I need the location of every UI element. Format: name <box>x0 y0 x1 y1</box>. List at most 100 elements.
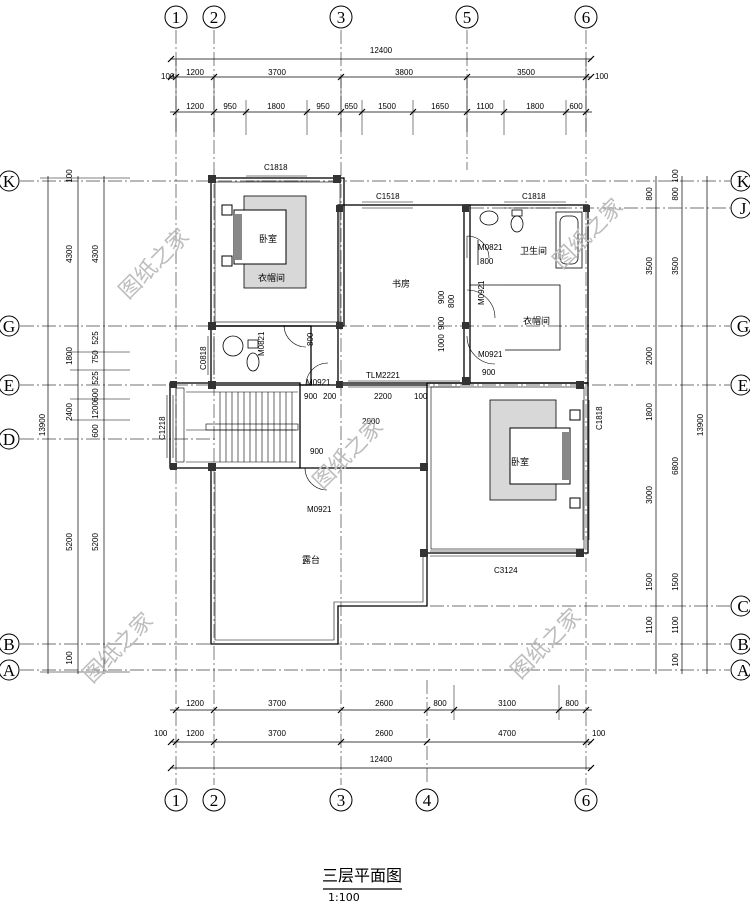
room-labels: 卧室 衣帽间 书房 卫生间 衣帽间 卧室 露台 <box>258 233 550 566</box>
dim-left-inner: 1200 <box>91 401 100 419</box>
dim-top-row1: 1200 <box>186 68 204 77</box>
axis-label-bottom: 2 <box>210 791 219 810</box>
right-dimension-text: 800 3500 2000 1800 3000 1500 1100 100 80… <box>645 169 705 667</box>
dim-left-inner: 525 <box>91 331 100 345</box>
dim-left-outer: 100 <box>65 169 74 183</box>
room-closet-right: 衣帽间 <box>523 315 550 327</box>
dim-top-row2: 1200 <box>186 102 204 111</box>
dim-inner: 900 <box>437 290 446 304</box>
label-m0921-terrace: M0921 <box>307 505 332 514</box>
axis-label-right: B <box>737 635 748 654</box>
dim-inner: 900 <box>437 316 446 330</box>
watermark-text: 图纸之家 <box>79 608 159 688</box>
dim-top-row1: 3500 <box>517 68 535 77</box>
dim-bottom-row2: 1200 <box>186 729 204 738</box>
bed-right <box>489 399 581 509</box>
room-terrace: 露台 <box>302 554 320 566</box>
label-c1218: C1218 <box>158 416 167 440</box>
dim-top-row1: 3800 <box>395 68 413 77</box>
dim-inner: 200 <box>323 392 337 401</box>
dim-top-row2: 650 <box>344 102 358 111</box>
dim-inner: 800 <box>480 257 494 266</box>
label-c1818-right-top: C1818 <box>522 192 546 201</box>
axis-label-right: G <box>737 317 749 336</box>
bottom-axis-bubbles: 1 2 3 4 6 <box>164 788 598 812</box>
dim-left-inner: 600 <box>91 424 100 438</box>
dim-top-row2: 1500 <box>378 102 396 111</box>
dim-bottom-row2: 3700 <box>268 729 286 738</box>
dim-right-outer: 1100 <box>645 616 654 634</box>
title-name: 三层平面图 <box>322 866 403 885</box>
dim-top-row2: 1100 <box>476 102 494 111</box>
dim-right-outer: 1800 <box>645 403 654 421</box>
dim-bottom-row2: 4700 <box>498 729 516 738</box>
dim-right-outer: 2000 <box>645 347 654 365</box>
dim-inner: 800 <box>306 332 315 346</box>
axis-label-left: G <box>3 317 15 336</box>
axis-label-bottom: 4 <box>423 791 432 810</box>
dim-inner: 900 <box>304 392 318 401</box>
left-dimension-text: 13900 100 4300 1800 2400 5200 100 4300 5… <box>38 169 100 665</box>
dim-right-inner: 100 <box>671 169 680 183</box>
right-axis-bubbles: K J G E C B A <box>730 170 750 681</box>
dim-right-inner: 100 <box>671 653 680 667</box>
dim-top-row2: 600 <box>569 102 583 111</box>
axis-label-right: J <box>740 199 747 218</box>
room-closet-left: 衣帽间 <box>258 272 285 284</box>
columns <box>170 175 590 557</box>
dim-bottom-row2: 100 <box>154 729 168 738</box>
room-bedroom-left: 卧室 <box>259 233 277 245</box>
dim-right-outer: 1500 <box>645 573 654 591</box>
top-axis-bubbles: 1 2 3 5 6 <box>164 5 598 29</box>
axis-label-bottom: 3 <box>337 791 346 810</box>
dim-bottom-row1: 800 <box>565 699 579 708</box>
axis-label-top: 5 <box>463 8 472 27</box>
label-c1818-right: C1818 <box>595 406 604 430</box>
dim-inner: 800 <box>447 294 456 308</box>
dim-top-row1: 100 <box>595 72 609 81</box>
staircase <box>186 391 299 463</box>
dim-top-row2: 1800 <box>267 102 285 111</box>
door-swings <box>283 235 496 491</box>
axis-label-left: K <box>3 172 16 191</box>
label-m0921-closet: M0921 <box>477 280 486 305</box>
bottom-dimension-text: 1200 3700 2600 800 3100 800 100 1200 370… <box>154 699 606 764</box>
dim-inner: 2200 <box>374 392 392 401</box>
dim-bottom-row1: 3700 <box>268 699 286 708</box>
axis-label-right: A <box>737 661 750 680</box>
label-c0818: C0818 <box>199 346 208 370</box>
dim-bottom-row1: 1200 <box>186 699 204 708</box>
top-dimension-text: 12400 100 1200 3700 3800 3500 100 1200 9… <box>161 46 609 111</box>
top-dimension-chains <box>167 55 595 135</box>
axis-label-right: E <box>738 376 748 395</box>
left-axis-bubbles: K G E D B A <box>0 170 20 681</box>
dim-left-outer: 4300 <box>65 245 74 263</box>
dim-top-row1: 100 <box>161 72 175 81</box>
dim-right-inner: 6800 <box>671 457 680 475</box>
dim-bottom-row1: 2600 <box>375 699 393 708</box>
bottom-dimension-chains <box>167 685 595 772</box>
dim-bottom-row1: 3100 <box>498 699 516 708</box>
dim-left-outer: 2400 <box>65 403 74 421</box>
dim-left-outer: 100 <box>65 651 74 665</box>
dim-right-inner: 800 <box>671 187 680 201</box>
dim-inner: 100 <box>414 392 428 401</box>
axis-label-top: 1 <box>172 8 181 27</box>
axis-label-top: 2 <box>210 8 219 27</box>
dim-top-row2: 950 <box>223 102 237 111</box>
label-m0921-study: M0921 <box>478 350 503 359</box>
axis-label-right: K <box>737 172 750 191</box>
axis-label-left: E <box>4 376 14 395</box>
drawing-title: 三层平面图 1:100 <box>322 862 442 904</box>
dim-inner: 1000 <box>437 334 446 352</box>
dim-right-outer: 3000 <box>645 486 654 504</box>
room-bathroom: 卫生间 <box>520 245 547 257</box>
axis-label-bottom: 1 <box>172 791 181 810</box>
dim-right-inner: 1100 <box>671 616 680 634</box>
label-c1818-top: C1818 <box>264 163 288 172</box>
label-c1518: C1518 <box>376 192 400 201</box>
dim-left-inner: 4300 <box>91 245 100 263</box>
dim-inner: 2000 <box>362 417 380 426</box>
dim-right-outer: 3500 <box>645 257 654 275</box>
